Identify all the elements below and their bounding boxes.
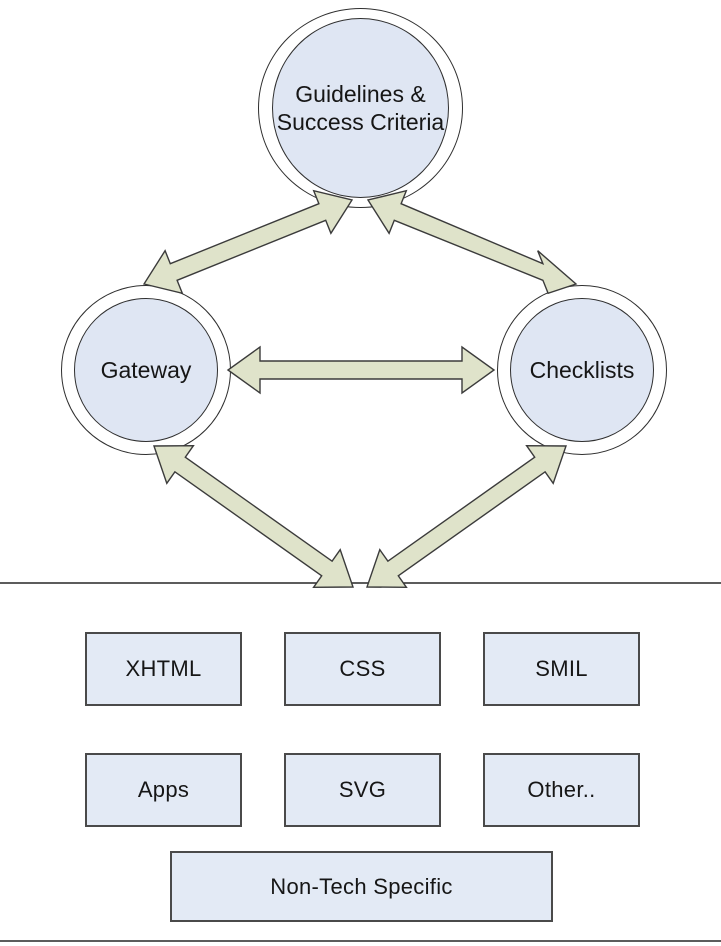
box-non-tech-specific: Non-Tech Specific	[170, 851, 553, 922]
tech-box-smil-label: SMIL	[535, 656, 588, 681]
tech-box-svg-label: SVG	[338, 777, 387, 802]
node-guidelines-label: Guidelines & Success Criteria	[276, 81, 445, 135]
node-gateway-label: Gateway	[100, 357, 192, 383]
arrow-gateway-tech-section	[153, 444, 354, 589]
tech-box-xhtml: XHTML	[85, 632, 242, 706]
tech-box-other: Other..	[483, 753, 640, 827]
box-non-tech-specific-label: Non-Tech Specific	[270, 873, 453, 899]
tech-box-svg: SVG	[284, 753, 441, 827]
tech-box-xhtml-label: XHTML	[125, 656, 202, 681]
node-checklists: Checklists	[510, 298, 654, 442]
arrow-gateway-checklists	[226, 345, 496, 395]
tech-box-css-label: CSS	[339, 656, 386, 681]
node-guidelines: Guidelines & Success Criteria	[272, 18, 449, 198]
tech-box-apps: Apps	[85, 753, 242, 827]
node-checklists-label: Checklists	[529, 357, 635, 383]
tech-box-other-label: Other..	[527, 777, 596, 802]
tech-box-smil: SMIL	[483, 632, 640, 706]
arrow-guidelines-checklists	[366, 189, 578, 295]
arrow-guidelines-gateway	[142, 189, 354, 295]
tech-box-css: CSS	[284, 632, 441, 706]
arrow-checklists-tech-section	[366, 444, 567, 589]
tech-box-apps-label: Apps	[137, 777, 190, 802]
node-gateway: Gateway	[74, 298, 218, 442]
